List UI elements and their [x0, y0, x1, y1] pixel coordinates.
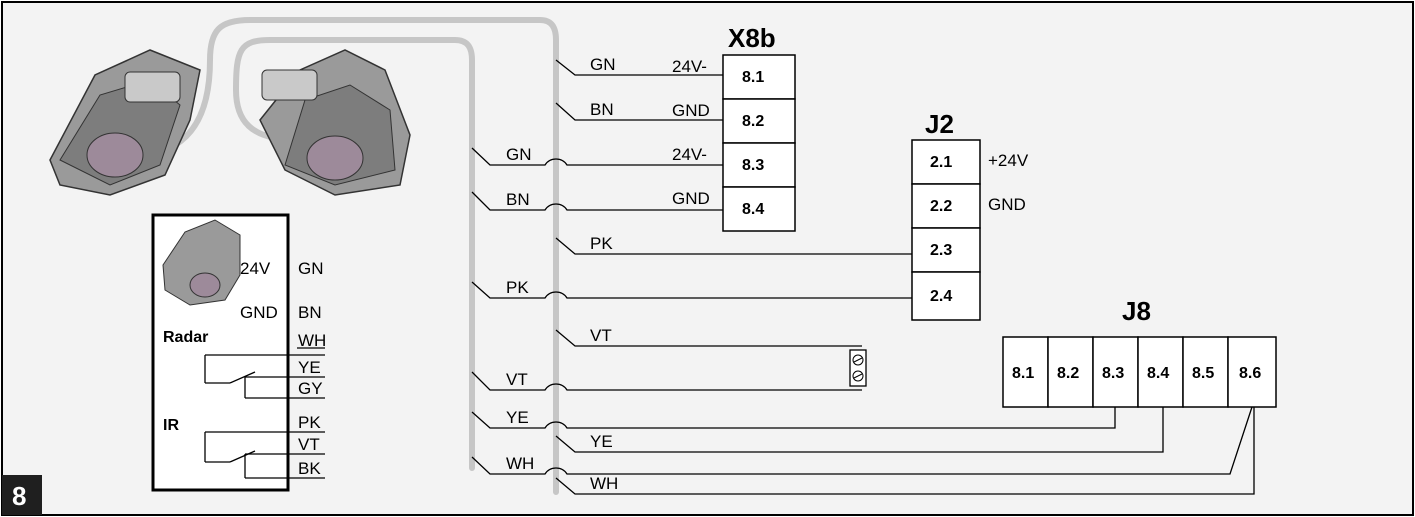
left-cable-wires: [471, 147, 1253, 475]
sensor-wire-labels: GN BN WH YE GY PK VT BK: [298, 259, 326, 478]
figure-number: 8: [12, 481, 26, 511]
right-wire-bn: BN: [590, 100, 614, 119]
radar-label: Radar: [163, 329, 208, 346]
right-wire-wh: WH: [590, 474, 618, 493]
supply-label-gnd: GND: [240, 303, 278, 322]
wire-label-bk: BK: [298, 459, 321, 478]
j8-pin-3: 8.3: [1102, 365, 1124, 382]
x8b-pin-4: 8.4: [742, 201, 764, 218]
j2-pin-3: 2.3: [930, 242, 952, 259]
j8-connector: 8.1 8.2 8.3 8.4 8.5 8.6: [1002, 336, 1277, 408]
terminal-screw-icon: [849, 349, 867, 387]
j8-pin-6: 8.6: [1239, 365, 1261, 382]
sensor-device-icon: [49, 49, 201, 196]
ir-label: IR: [163, 417, 179, 434]
j2-side-label-2: GND: [988, 195, 1026, 214]
left-wire-gn: GN: [506, 145, 532, 164]
supply-label-24v: 24V: [240, 259, 271, 278]
sensor-device-icon: [162, 219, 241, 306]
x8b-pin-2: 8.2: [742, 113, 764, 130]
x8b-title: X8b: [728, 23, 776, 53]
sensor-box-wiring: [204, 347, 325, 479]
x8b-connector: 8.1 8.2 8.3 8.4: [722, 54, 796, 232]
j2-title: J2: [925, 109, 954, 139]
right-wire-pk: PK: [590, 234, 613, 253]
wire-label-vt: VT: [298, 435, 320, 454]
j8-pin-1: 8.1: [1012, 365, 1034, 382]
j2-pin-1: 2.1: [930, 154, 952, 171]
left-wire-ye: YE: [506, 408, 529, 427]
right-cable-wires: [555, 59, 1255, 495]
j2-side-label-1: +24V: [988, 151, 1029, 170]
x8b-side-label-2: GND: [672, 101, 710, 120]
wire-label-gn: GN: [298, 259, 324, 278]
j8-pin-5: 8.5: [1192, 365, 1214, 382]
right-wire-ye: YE: [590, 432, 613, 451]
left-wire-pk: PK: [506, 278, 529, 297]
wire-label-wh: WH: [298, 331, 326, 350]
right-wire-gn: GN: [590, 55, 616, 74]
wire-label-gy: GY: [298, 379, 323, 398]
wire-label-ye: YE: [298, 358, 321, 377]
left-wire-bn: BN: [506, 190, 530, 209]
x8b-pin-1: 8.1: [742, 69, 764, 86]
j2-connector: 2.1 2.2 2.3 2.4: [911, 139, 981, 321]
j8-pin-4: 8.4: [1147, 365, 1169, 382]
wire-label-bn: BN: [298, 303, 322, 322]
left-wire-vt: VT: [506, 370, 528, 389]
left-wire-wh: WH: [506, 454, 534, 473]
j8-pin-2: 8.2: [1057, 365, 1079, 382]
j8-title: J8: [1122, 296, 1151, 326]
x8b-side-label-4: GND: [672, 189, 710, 208]
x8b-side-label-1: 24V-: [672, 57, 707, 76]
sensor-device-icon: [259, 49, 411, 196]
wire-label-pk: PK: [298, 413, 321, 432]
sensor-cable: [172, 17, 559, 495]
x8b-side-label-3: 24V-: [672, 145, 707, 164]
right-wire-vt: VT: [590, 326, 612, 345]
j2-pin-2: 2.2: [930, 198, 952, 215]
j2-pin-4: 2.4: [930, 288, 952, 305]
x8b-pin-3: 8.3: [742, 157, 764, 174]
figure-badge: [2, 475, 42, 515]
